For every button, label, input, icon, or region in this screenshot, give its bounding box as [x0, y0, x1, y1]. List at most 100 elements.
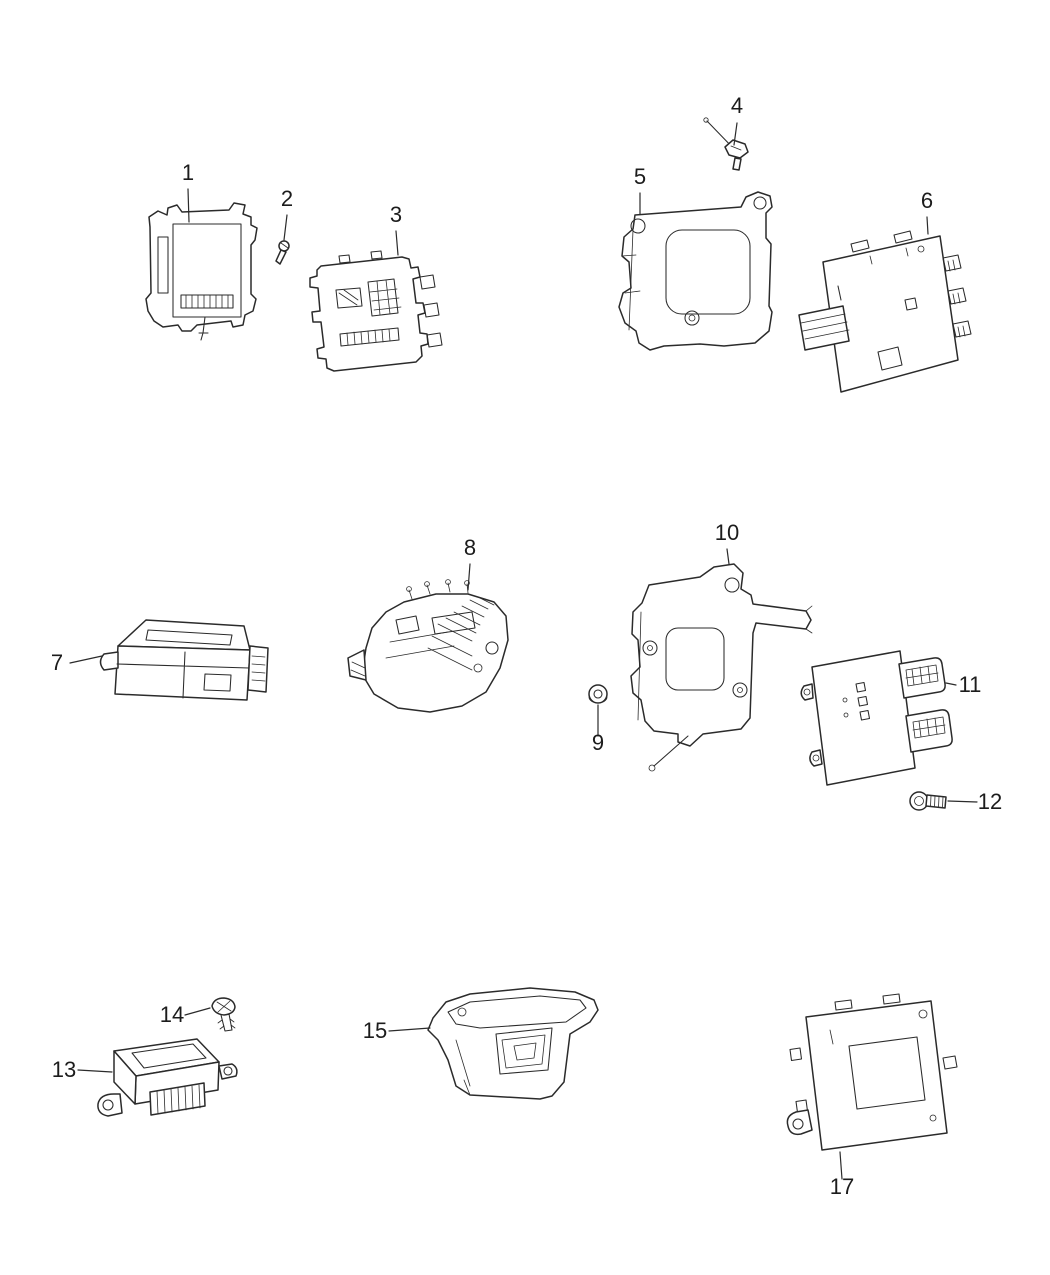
leader-line-12 — [947, 800, 978, 803]
leader-line-10 — [726, 548, 730, 565]
part-4-stem — [732, 157, 742, 171]
part-11-left-tab-1 — [800, 683, 814, 701]
part-17-left-tabs — [789, 1047, 809, 1114]
part-17-module — [786, 993, 958, 1151]
part-7-front-face — [114, 645, 251, 701]
callout-labels: 1 2 3 4 5 6 7 8 9 10 11 12 13 14 15 17 — [51, 93, 1002, 1199]
part-10-bottom-pin — [653, 735, 689, 767]
leader-line-8 — [467, 563, 471, 591]
callout-11: 11 — [959, 672, 982, 697]
part-8-inner-lines — [385, 631, 455, 659]
part-6-right-connector-pins — [947, 259, 966, 338]
part-17-top-tabs — [834, 993, 901, 1011]
part-14-barbs — [217, 1018, 236, 1030]
part-15-outline — [427, 987, 599, 1100]
part-10-cutout — [665, 627, 725, 691]
part-17-left-ear-hole — [792, 1118, 804, 1130]
part-3-bottom-strip — [339, 327, 400, 347]
part-10-arm-hook — [805, 605, 813, 634]
part-17-hole-top-right — [918, 1009, 928, 1019]
part-9-flange — [588, 696, 608, 704]
part-8-top-pin-head-3 — [445, 579, 451, 585]
part-17-right-tab — [942, 1055, 958, 1070]
part-11-connector-bottom-grid — [912, 716, 946, 739]
part-13-right-ear-hole — [223, 1066, 233, 1076]
part-4-push-pin — [703, 117, 749, 171]
part-13-left-ear — [97, 1093, 123, 1117]
callout-7: 7 — [51, 650, 63, 675]
callout-2: 2 — [281, 186, 293, 211]
part-13-top-recess — [131, 1043, 207, 1069]
part-3-bottom-strip-ticks — [346, 328, 391, 346]
part-11-module — [800, 650, 953, 786]
part-13-connector-pins — [156, 1084, 201, 1115]
part-17-hole-bottom-right — [929, 1114, 937, 1122]
part-17-body — [805, 1000, 948, 1151]
part-10-outline — [630, 563, 812, 747]
part-14-clip — [211, 997, 236, 1032]
callout-1: 1 — [182, 160, 194, 185]
part-10-bracket — [630, 563, 813, 772]
part-11-inner-squares — [855, 681, 871, 721]
leader-line-13 — [77, 1069, 113, 1073]
part-10-grommet-1-inner — [647, 645, 653, 651]
part-8-inner-circle-2 — [473, 663, 483, 673]
part-12-bolt — [909, 791, 947, 811]
part-7-top-recess — [145, 629, 233, 646]
callout-9: 9 — [592, 730, 604, 755]
part-14-stem — [220, 1013, 233, 1032]
callout-12: 12 — [978, 789, 1002, 814]
callout-17: 17 — [830, 1174, 854, 1199]
part-15-overhead-module — [427, 987, 599, 1100]
callout-8: 8 — [464, 535, 476, 560]
part-5-bottom-hole — [684, 310, 700, 326]
part-6-inner-details — [837, 285, 918, 371]
leader-line-15 — [388, 1027, 431, 1032]
part-1-hatch — [185, 294, 229, 309]
part-9-outer — [588, 684, 608, 704]
part-11-connector-bottom — [905, 709, 953, 753]
callout-6: 6 — [921, 188, 933, 213]
part-10-grommet-2 — [732, 682, 748, 698]
part-15-window-inner — [501, 1034, 546, 1069]
part-5-center-cutout — [665, 229, 751, 315]
part-11-inner-dot-1 — [842, 697, 848, 703]
part-1-pin — [198, 316, 209, 341]
part-15-window — [495, 1027, 553, 1075]
part-7-connector — [247, 645, 269, 693]
part-17-label-recess — [848, 1036, 926, 1110]
part-8-connector-lines — [350, 661, 366, 677]
leader-line-2 — [283, 214, 288, 241]
callout-13: 13 — [52, 1057, 76, 1082]
part-11-connector-top — [898, 657, 946, 699]
part-11-left-tab-2-hole — [812, 754, 820, 762]
part-10-grommet-1 — [642, 640, 658, 656]
part-6-top-tabs — [850, 230, 913, 253]
part-12-head — [909, 791, 929, 811]
callout-10: 10 — [715, 520, 739, 545]
part-15-left-hole — [457, 1007, 467, 1017]
part-8-inner-circle-1 — [485, 641, 499, 655]
part-11-inner-dot-2 — [843, 712, 849, 718]
callout-14: 14 — [160, 1002, 184, 1027]
part-1-module-bracket — [145, 202, 258, 341]
part-17-left-ear — [786, 1109, 813, 1136]
part-6-left-connector-hatch — [800, 313, 850, 340]
part-10-bend-line — [637, 611, 642, 721]
part-8-connector — [347, 649, 367, 681]
part-13-module — [97, 1038, 238, 1117]
part-7-connector-pins — [251, 655, 266, 682]
part-6-outline — [822, 235, 959, 393]
part-8-top-pin-head-1 — [406, 586, 412, 592]
part-6-ticks — [869, 247, 909, 265]
part-3-top-tabs — [338, 250, 383, 264]
part-8-ecu — [347, 579, 509, 713]
callout-15: 15 — [363, 1018, 387, 1043]
leader-line-7 — [69, 655, 103, 664]
part-12-head-socket — [914, 796, 924, 806]
part-11-connector-top-grid — [905, 664, 939, 687]
part-8-top-pin-head-4 — [464, 580, 470, 586]
part-3-block-a — [335, 287, 363, 309]
part-13-right-ear — [218, 1063, 238, 1080]
